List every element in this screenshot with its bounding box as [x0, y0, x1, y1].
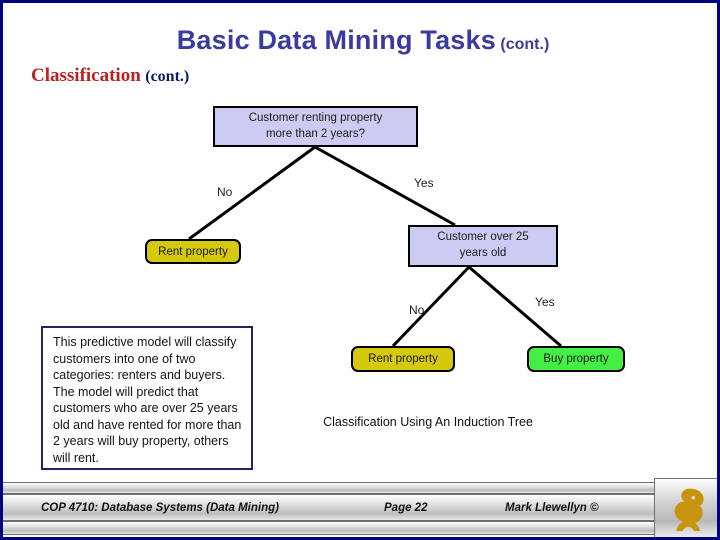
edge-label-no-root: No: [217, 185, 233, 199]
leaf-node-rent-property-lower[interactable]: Rent property: [351, 346, 455, 372]
edge-root-to-age: [314, 145, 456, 227]
leaf-node-rent-upper-label: Rent property: [158, 245, 228, 258]
leaf-node-rent-lower-label: Rent property: [368, 353, 438, 365]
edge-age-to-rent2: [391, 265, 471, 348]
leaf-node-buy-label: Buy property: [543, 353, 609, 365]
ucf-pegasus-logo-icon: [674, 488, 704, 531]
edge-label-yes-root: Yes: [414, 176, 434, 190]
footer-course-label: COP 4710: Database Systems (Data Mining): [41, 501, 279, 514]
decision-node-renting-line2: more than 2 years?: [265, 127, 366, 140]
page-title-main: Basic Data Mining Tasks: [176, 25, 496, 55]
footer-page-number: Page 22: [384, 501, 428, 514]
subtitle-cont: (cont.): [145, 68, 190, 85]
decision-node-renting-property[interactable]: Customer renting property more than 2 ye…: [213, 106, 418, 147]
edge-label-no-age: No: [409, 303, 425, 317]
page-title: Basic Data Mining Tasks (cont.): [3, 25, 717, 56]
edge-root-to-rent1: [188, 145, 316, 241]
footer-author-label: Mark Llewellyn ©: [505, 501, 599, 514]
logo-container: [654, 478, 717, 537]
edge-age-to-buy: [468, 265, 562, 348]
leaf-node-buy-property[interactable]: Buy property: [527, 346, 625, 372]
leaf-node-rent-property-upper[interactable]: Rent property: [145, 239, 241, 264]
explanation-note-box: This predictive model will classify cust…: [41, 326, 253, 470]
decision-node-renting-line1: Customer renting property: [248, 111, 383, 124]
footer-bar-top: [3, 482, 717, 494]
decision-node-age-line1: Customer over 25: [437, 231, 529, 244]
decision-node-over-25[interactable]: Customer over 25 years old: [408, 225, 558, 267]
edge-label-yes-age: Yes: [535, 295, 555, 309]
tree-edges: [188, 145, 562, 348]
footer-bar-bottom: [3, 521, 717, 535]
footer-text-row: COP 4710: Database Systems (Data Mining)…: [3, 494, 717, 521]
subtitle-word: Classification: [31, 65, 141, 86]
diagram-caption: Classification Using An Induction Tree: [323, 415, 533, 429]
footer-bar-main: [3, 494, 717, 521]
section-subtitle: Classification (cont.): [31, 65, 189, 87]
page-title-cont: (cont.): [500, 36, 550, 53]
slide-footer: COP 4710: Database Systems (Data Mining)…: [3, 482, 717, 537]
decision-node-age-line2: years old: [459, 247, 507, 259]
